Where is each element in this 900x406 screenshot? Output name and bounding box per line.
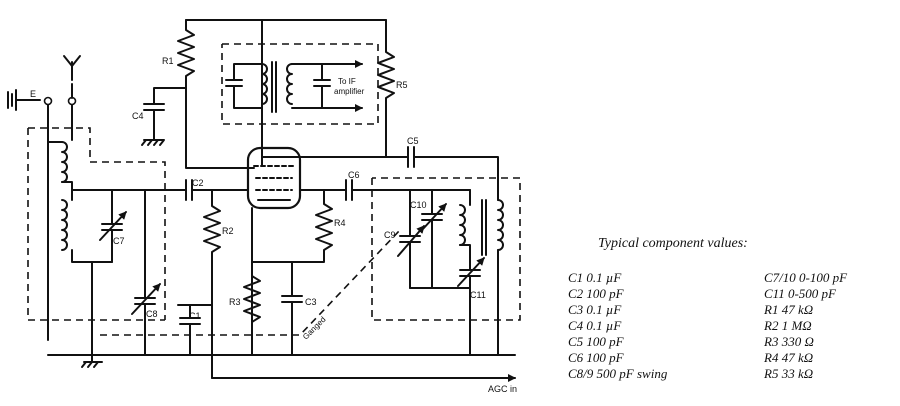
capacitor-c7 bbox=[99, 189, 127, 263]
value-left-4: C4 0.1 µF bbox=[568, 318, 622, 333]
capacitor-c3 bbox=[281, 261, 303, 356]
label-c2: C2 bbox=[192, 178, 204, 188]
capacitor-c8 bbox=[131, 189, 161, 356]
value-left-2: C2 100 pF bbox=[568, 286, 624, 301]
label-c3: C3 bbox=[305, 297, 317, 307]
resistor-r4 bbox=[291, 189, 333, 263]
resistor-r2 bbox=[203, 189, 221, 379]
value-left-6: C6 100 pF bbox=[568, 350, 624, 365]
value-left-7: C8/9 500 pF swing bbox=[568, 366, 668, 381]
circuit-schematic: E C7 C8 Ganged C2 R2 bbox=[7, 19, 521, 394]
label-c7: C7 bbox=[113, 236, 125, 246]
capacitor-c2 bbox=[177, 179, 253, 201]
label-r5: R5 bbox=[396, 80, 408, 90]
earth-symbol bbox=[141, 139, 165, 146]
label-agc-in: AGC in bbox=[488, 384, 517, 394]
oscillator-coils bbox=[459, 177, 504, 356]
value-right-2: C11 0-500 pF bbox=[764, 286, 836, 301]
label-to-if: To IF bbox=[338, 77, 356, 86]
capacitor-c4 bbox=[143, 87, 187, 141]
aerial-coil bbox=[47, 104, 73, 341]
value-right-3: R1 47 kΩ bbox=[764, 302, 814, 317]
earth-terminal-symbol bbox=[7, 89, 53, 111]
capacitor-c10 bbox=[421, 189, 447, 289]
resistor-r3 bbox=[243, 261, 261, 356]
label-e: E bbox=[30, 89, 36, 99]
earth-symbol-bottom bbox=[81, 354, 103, 368]
value-right-5: R3 330 Ω bbox=[764, 334, 814, 349]
label-c5: C5 bbox=[407, 136, 419, 146]
label-if-amplifier: amplifier bbox=[334, 87, 365, 96]
value-left-5: C5 100 pF bbox=[568, 334, 624, 349]
label-c4: C4 bbox=[132, 111, 144, 121]
antenna-symbol bbox=[63, 55, 81, 106]
value-right-1: C7/10 0-100 pF bbox=[764, 270, 848, 285]
value-right-4: R2 1 MΩ bbox=[764, 318, 812, 333]
capacitor-c11 bbox=[457, 257, 485, 356]
label-r4: R4 bbox=[334, 218, 346, 228]
capacitor-c1 bbox=[177, 304, 213, 356]
table-title: Typical component values: bbox=[598, 236, 748, 251]
value-right-6: R4 47 kΩ bbox=[764, 350, 814, 365]
label-c8: C8 bbox=[146, 309, 158, 319]
value-left-3: C3 0.1 µF bbox=[568, 302, 622, 317]
value-right-7: R5 33 kΩ bbox=[764, 366, 814, 381]
label-c11: C11 bbox=[470, 290, 486, 300]
capacitor-c9 bbox=[397, 189, 425, 289]
label-r3: R3 bbox=[229, 297, 241, 307]
label-c10: C10 bbox=[410, 200, 427, 210]
label-c1: C1 bbox=[189, 311, 201, 321]
label-r2: R2 bbox=[222, 226, 234, 236]
label-r1: R1 bbox=[162, 56, 174, 66]
oscillator-screen-can bbox=[371, 177, 521, 321]
value-left-1: C1 0.1 µF bbox=[568, 270, 622, 285]
grid-tuning-coil bbox=[61, 189, 93, 263]
resistor-r5 bbox=[377, 19, 395, 158]
if-transformer bbox=[225, 60, 363, 113]
resistor-r1 bbox=[177, 19, 255, 169]
label-c9: C9 bbox=[384, 230, 396, 240]
ganged-link bbox=[100, 229, 401, 336]
label-c6: C6 bbox=[348, 170, 360, 180]
input-screen-can bbox=[27, 127, 166, 321]
